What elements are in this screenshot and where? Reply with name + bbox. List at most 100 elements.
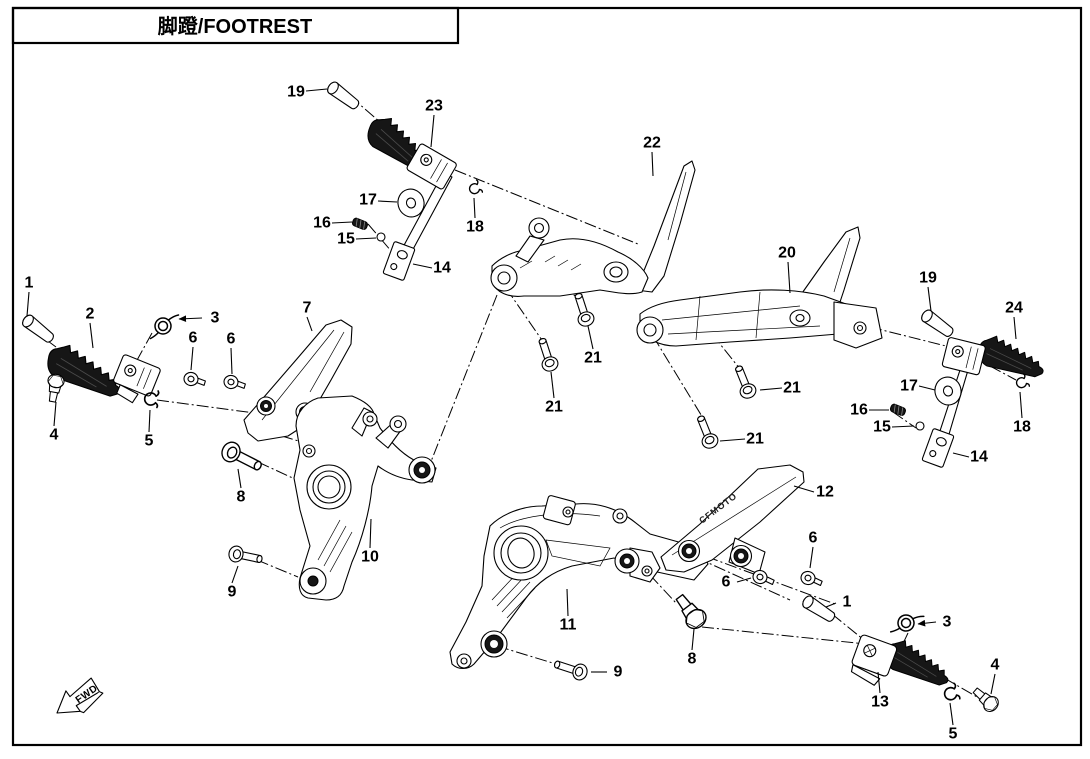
part-bolt-4-right bbox=[969, 683, 1002, 715]
callout-leader-21 bbox=[719, 438, 746, 442]
callout-leader-10 bbox=[369, 518, 372, 549]
callout-16: 16 bbox=[313, 215, 331, 232]
callout-leader-12 bbox=[793, 485, 815, 493]
part-bracket-20 bbox=[636, 226, 883, 349]
callout-leader-6 bbox=[809, 546, 814, 569]
callout-21: 21 bbox=[545, 399, 563, 416]
part-bracket-11 bbox=[449, 495, 709, 670]
part-clip-18-rear bbox=[1013, 372, 1031, 391]
part-pin-19-front bbox=[324, 79, 362, 113]
callout-leader-16 bbox=[331, 221, 353, 224]
callout-19: 19 bbox=[919, 270, 937, 287]
callout-2: 2 bbox=[86, 306, 95, 323]
part-bracket-22 bbox=[490, 160, 696, 297]
callout-leader-23 bbox=[430, 114, 435, 148]
callout-leader-8 bbox=[237, 468, 242, 489]
part-spring-3-left bbox=[149, 314, 180, 340]
callout-17: 17 bbox=[359, 192, 377, 209]
assembly-axis-lines bbox=[32, 95, 1017, 702]
callout-5: 5 bbox=[949, 726, 958, 743]
callout-leader-4 bbox=[53, 401, 57, 427]
callout-3: 3 bbox=[943, 614, 952, 631]
part-block-14-rear bbox=[921, 427, 955, 469]
callout-leader-20 bbox=[787, 261, 791, 294]
part-footpeg-13 bbox=[850, 634, 957, 691]
callout-1: 1 bbox=[843, 594, 852, 611]
callout-leader-18 bbox=[1019, 391, 1023, 419]
callout-leader-7 bbox=[306, 316, 313, 332]
callout-11: 11 bbox=[560, 617, 577, 634]
callout-16: 16 bbox=[850, 402, 868, 419]
fwd-arrow: FWD bbox=[56, 677, 104, 714]
callout-leader-5 bbox=[148, 409, 151, 433]
callout-21: 21 bbox=[584, 350, 602, 367]
part-ring-15-rear bbox=[915, 421, 925, 431]
callout-leader-4 bbox=[990, 673, 996, 695]
callout-12: 12 bbox=[816, 484, 834, 501]
part-bolt-4-left bbox=[43, 372, 66, 404]
callout-leader-15 bbox=[891, 425, 915, 428]
part-screw-6-left-a bbox=[182, 370, 207, 389]
title-box bbox=[11, 6, 460, 45]
part-bolt-9-left bbox=[226, 544, 265, 568]
part-screw-6-right-b bbox=[799, 569, 825, 589]
part-bolt-21-a bbox=[569, 290, 597, 329]
part-pin-19-rear bbox=[918, 307, 957, 340]
callout-15: 15 bbox=[873, 419, 891, 436]
callout-leader-11 bbox=[566, 588, 569, 617]
callout-leader-21 bbox=[759, 387, 783, 391]
callout-leader-3 bbox=[917, 619, 937, 627]
part-bolt-21-c bbox=[730, 362, 759, 402]
part-bolt-21-d bbox=[692, 412, 721, 452]
part-bracket-10 bbox=[293, 395, 437, 601]
callout-leader-6 bbox=[190, 346, 194, 371]
callout-leader-22 bbox=[651, 151, 654, 177]
callout-4: 4 bbox=[50, 427, 59, 444]
part-footpeg-23 bbox=[361, 110, 457, 254]
callout-4: 4 bbox=[991, 657, 1000, 674]
callout-6: 6 bbox=[809, 530, 818, 547]
callout-9: 9 bbox=[228, 584, 237, 601]
part-pin-1-left bbox=[19, 312, 57, 346]
callout-7: 7 bbox=[303, 300, 312, 317]
callout-leader-21 bbox=[587, 325, 594, 350]
part-clip-18-front bbox=[466, 178, 484, 197]
callout-15: 15 bbox=[337, 231, 355, 248]
callout-23: 23 bbox=[425, 98, 443, 115]
callout-leader-19 bbox=[305, 88, 328, 92]
callout-leader-24 bbox=[1013, 316, 1017, 340]
part-bolt-8-right bbox=[670, 589, 711, 634]
callout-leader-2 bbox=[89, 322, 94, 349]
part-pin-1-right bbox=[800, 593, 838, 625]
callout-18: 18 bbox=[466, 219, 484, 236]
callout-leader-17 bbox=[918, 385, 936, 391]
callout-leader-21 bbox=[550, 371, 555, 399]
callout-14: 14 bbox=[433, 260, 451, 277]
callout-10: 10 bbox=[361, 549, 379, 566]
part-guard-plate-12: CFMOTO bbox=[660, 464, 805, 575]
callout-14: 14 bbox=[970, 449, 988, 466]
callout-17: 17 bbox=[900, 378, 918, 395]
part-bolt-9-right bbox=[551, 655, 590, 683]
callout-8: 8 bbox=[237, 489, 246, 506]
page-title: 脚蹬/FOOTREST bbox=[158, 15, 312, 38]
callout-leader-6 bbox=[230, 347, 233, 375]
callout-5: 5 bbox=[145, 433, 154, 450]
drawing-frame bbox=[11, 6, 1083, 747]
callout-leader-8 bbox=[691, 628, 695, 651]
callout-19: 19 bbox=[287, 84, 305, 101]
callout-24: 24 bbox=[1005, 300, 1023, 317]
callout-leader-18 bbox=[473, 197, 476, 219]
callout-leader-17 bbox=[377, 200, 398, 203]
callout-3: 3 bbox=[211, 310, 220, 327]
callout-leader-6 bbox=[736, 577, 752, 583]
callout-21: 21 bbox=[783, 380, 801, 397]
callout-9: 9 bbox=[614, 664, 623, 681]
part-bolt-8-left bbox=[217, 438, 266, 477]
callout-6: 6 bbox=[227, 331, 236, 348]
part-screw-6-left-b bbox=[222, 373, 247, 392]
callout-leader-14 bbox=[952, 452, 970, 458]
callout-leader-1 bbox=[825, 602, 837, 608]
